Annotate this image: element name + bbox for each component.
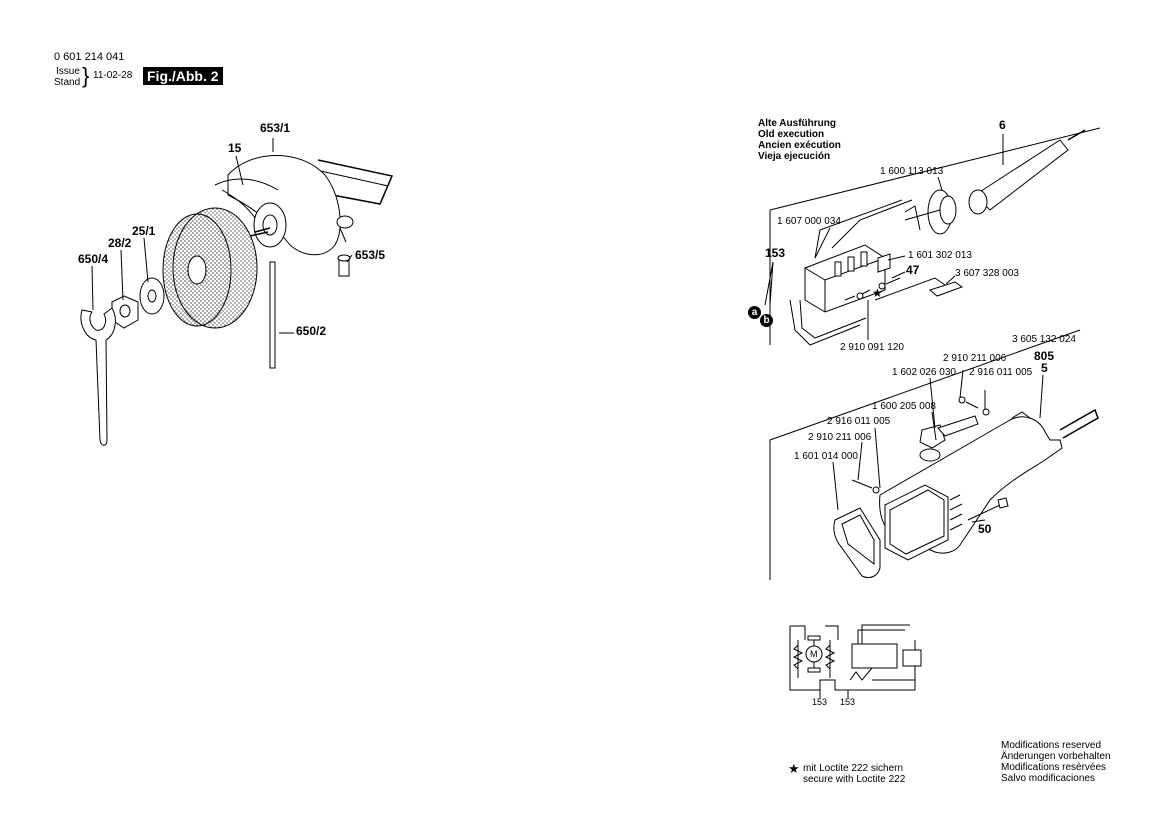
label-28-2: 28/2 xyxy=(108,236,132,250)
circuit-label-153-b: 153 xyxy=(840,697,856,707)
label-2910211006-a: 2 910 211 006 xyxy=(943,353,1007,364)
switch-knob xyxy=(919,448,941,462)
label-653-1: 653/1 xyxy=(260,121,291,135)
label-153: 153 xyxy=(765,246,786,260)
label-2910211006-b: 2 910 211 006 xyxy=(808,432,872,443)
label-a: a xyxy=(748,306,761,319)
label-2916011005-a: 2 916 011 005 xyxy=(969,367,1033,378)
modifications-fr: Modifications resèrvées xyxy=(1001,762,1107,773)
cable-end xyxy=(1059,408,1099,439)
circuit-diagram xyxy=(789,624,922,698)
label-650-4: 650/4 xyxy=(78,252,109,266)
label-25-1: 25/1 xyxy=(132,224,156,238)
modifications-de: Änderungen vorbehalten xyxy=(1001,751,1111,762)
arbor-thread xyxy=(249,227,271,237)
loctite-line-1: mit Loctite 222 sichern xyxy=(803,763,904,774)
modifications-en: Modifications reserved xyxy=(1001,740,1102,751)
frame-top xyxy=(769,127,1101,211)
label-805: 805 xyxy=(1034,349,1055,363)
star-mark: ★ xyxy=(872,286,883,300)
spindle-tube xyxy=(305,159,394,205)
label-650-2: 650/2 xyxy=(296,324,327,338)
screw-653-5 xyxy=(338,259,350,277)
loctite-star: ★ xyxy=(788,761,800,776)
pin xyxy=(269,261,276,369)
label-653-5: 653/5 xyxy=(355,248,386,262)
issue-date: 11-02-28 xyxy=(93,70,133,81)
label-1601014000: 1 601 014 000 xyxy=(794,451,858,462)
stand-label: Stand xyxy=(54,77,81,88)
wrench xyxy=(80,307,116,446)
circuit-motor-label: M xyxy=(810,649,818,659)
modifications-es: Salvo modificaciones xyxy=(1001,773,1095,784)
label-47: 47 xyxy=(906,263,920,277)
flange xyxy=(253,202,287,248)
old-execution-en: Old execution xyxy=(758,129,825,140)
label-2910091120: 2 910 091 120 xyxy=(840,342,904,353)
label-1601302013: 1 601 302 013 xyxy=(908,250,972,261)
label-1602026030: 1 602 026 030 xyxy=(892,367,956,378)
circuit-label-153-a: 153 xyxy=(812,697,828,707)
loctite-line-2: secure with Loctite 222 xyxy=(803,774,906,785)
label-5: 5 xyxy=(1041,361,1048,375)
label-1600205008: 1 600 205 008 xyxy=(872,401,936,412)
brace: } xyxy=(82,63,90,88)
nut xyxy=(111,295,139,329)
issue-label: Issue xyxy=(56,66,80,77)
terminal xyxy=(928,281,964,297)
label-b: b xyxy=(760,314,773,327)
cable-sleeve xyxy=(974,139,1069,211)
gasket xyxy=(833,507,881,579)
old-execution-de: Alte Ausführung xyxy=(758,118,836,129)
old-execution-fr: Ancien exécution xyxy=(758,140,841,151)
figure-badge: Fig./Abb. 2 xyxy=(143,67,223,85)
label-1600113013: 1 600 113 013 xyxy=(880,166,944,177)
frame-mid xyxy=(769,329,1081,441)
old-execution-es: Vieja ejecución xyxy=(758,151,831,162)
label-2916011005-b: 2 916 011 005 xyxy=(827,416,891,427)
label-1607000034: 1 607 000 034 xyxy=(777,216,841,227)
label-3607328003: 3 607 328 003 xyxy=(955,268,1019,279)
label-6: 6 xyxy=(999,118,1006,132)
part-number: 0 601 214 041 xyxy=(54,51,125,63)
label-50: 50 xyxy=(978,522,992,536)
label-3605132024: 3 605 132 024 xyxy=(1012,334,1076,345)
label-15: 15 xyxy=(228,141,242,155)
washer xyxy=(139,277,165,315)
